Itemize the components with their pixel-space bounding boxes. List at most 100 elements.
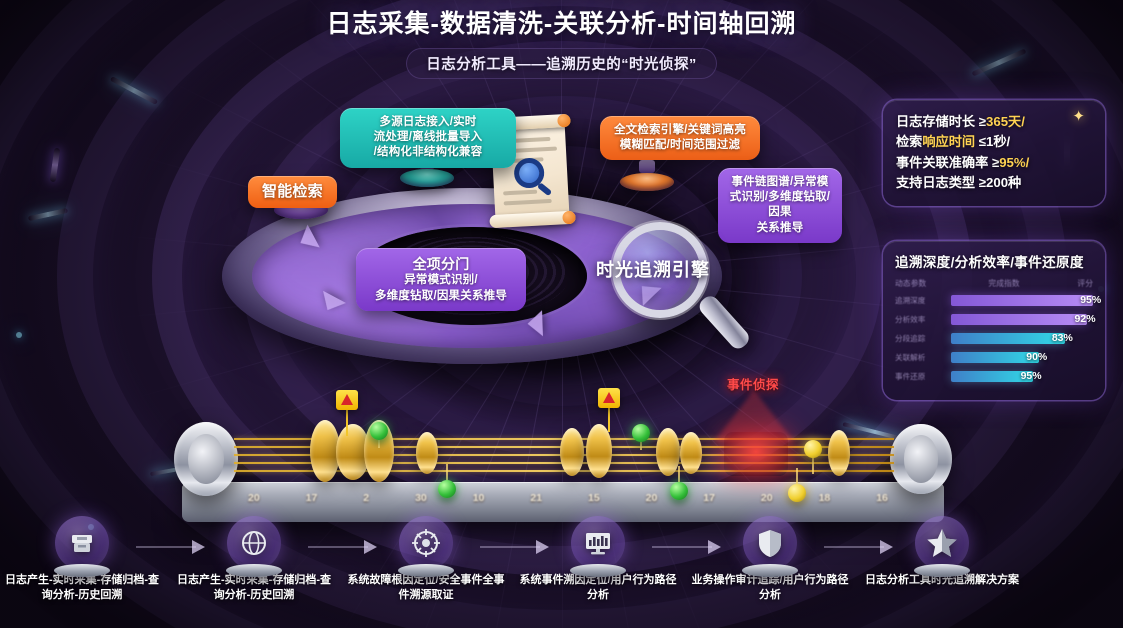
ruler-tick: 2 xyxy=(363,492,370,504)
machine-coil-8 xyxy=(680,432,702,474)
machine-drum-right xyxy=(890,424,952,494)
callout-line: 式识别/多维度钻取/因果 xyxy=(729,191,831,219)
ruler-tick: 17 xyxy=(703,492,715,504)
flow-step-label: 日志产生-实时采集-存储归档-查询分析-历史回溯 xyxy=(5,574,159,601)
star-icon xyxy=(914,516,970,577)
flow-step[interactable]: 日志产生-实时采集-存储归档-查询分析-历史回溯 xyxy=(168,516,340,603)
callout-line: 多源日志接入/实时 xyxy=(379,116,477,128)
flow-step[interactable]: 日志产生-实时采集-存储归档-查询分析-历史回溯 xyxy=(0,516,168,603)
chart-bar xyxy=(951,333,1065,344)
chart-col-header: 动态参数 xyxy=(895,279,927,288)
event-node-warning[interactable] xyxy=(804,440,822,458)
ruler-tick: 17 xyxy=(305,492,318,504)
ruler-tick: 15 xyxy=(588,492,600,504)
callout-line: 多维度钻取/因果关系推导 xyxy=(374,289,508,302)
chart-bar-value: 95% xyxy=(1020,370,1042,382)
callout-line: 全文检索引擎/关键词高亮 xyxy=(613,124,747,136)
callout-analysis[interactable]: 全项分门 异常模式识别/ 多维度钻取/因果关系推导 xyxy=(356,248,526,311)
ruler-tick: 30 xyxy=(415,492,427,504)
flow-step-label: 系统故障根因定位/安全事件全事件溯源取证 xyxy=(347,574,505,601)
callout-line: 模糊匹配/时间范围过滤 xyxy=(619,139,741,152)
pedestal-fulltext xyxy=(620,160,674,191)
shield-icon xyxy=(742,516,798,577)
chart-col-header: 完成指数 xyxy=(988,279,1020,288)
glow-dot-1 xyxy=(16,332,22,338)
chart-bar-value: 90% xyxy=(1026,351,1048,363)
ruler-tick: 20 xyxy=(248,492,260,504)
machine-coil-4 xyxy=(416,432,438,474)
stat-pre: 检索 xyxy=(896,134,923,150)
alert-flag-icon[interactable] xyxy=(598,388,620,408)
chart-row: 关联解析 90% xyxy=(895,350,1093,365)
machine-coil-7 xyxy=(656,428,680,476)
chart-row: 事件还原 95% xyxy=(895,369,1093,384)
flow-step-base xyxy=(226,564,282,577)
stat-highlight: 365天 xyxy=(986,114,1022,129)
chart-row-label: 关联解析 xyxy=(895,353,926,362)
process-flow: 日志产生-实时采集-存储归档-查询分析-历史回溯日志产生-实时采集-存储归档-查… xyxy=(0,516,1123,624)
flow-step-base xyxy=(742,564,798,577)
chart-row-label: 分段追踪 xyxy=(895,334,926,343)
callout-log-ingest[interactable]: 多源日志接入/实时 流处理/离线批量导入 /结构化非结构化兼容 xyxy=(340,108,516,168)
sparkle-icon: ✦ xyxy=(1072,108,1085,125)
callout-line: 事件链图谱/异常模 xyxy=(731,176,829,188)
flow-arrow-icon-c xyxy=(527,310,543,337)
flow-step[interactable]: 业务操作审计追踪/用户行为路径分析 xyxy=(684,516,856,603)
chart-row-label: 分析效率 xyxy=(895,315,926,324)
ruler-tick: 20 xyxy=(760,492,773,504)
chart-bar-value: 92% xyxy=(1074,313,1096,325)
chart-column-headers: 动态参数 完成指数 评分 xyxy=(895,278,1093,289)
stat-row: 事件关联准确率 ≥95%/ xyxy=(896,153,1092,173)
event-node[interactable] xyxy=(632,424,650,442)
chart-title: 追溯深度/分析效率/事件还原度 xyxy=(895,255,1084,270)
alert-flag-icon[interactable] xyxy=(336,390,358,410)
stat-pre: 日志存储时长 ≥ xyxy=(896,114,987,129)
chart-bar-rows: 追溯深度 95% 分析效率 92% 分段追踪 83% 关联解析 90% 事件还原 95% xyxy=(895,293,1101,384)
chart-row: 分析效率 92% xyxy=(895,312,1096,327)
callout-line: 全项分门 xyxy=(412,256,470,272)
flow-step-base xyxy=(398,564,454,577)
machine-coil-5 xyxy=(560,428,584,476)
chart-bar-track: 95% xyxy=(951,370,1093,382)
scroll-magnifier-icon xyxy=(513,157,545,189)
ruler-tick: 21 xyxy=(530,492,543,504)
chart-col-header: 评分 xyxy=(1077,279,1093,288)
ruler-tick: 16 xyxy=(876,492,888,504)
stat-post: / xyxy=(1021,114,1025,129)
stat-row: 支持日志类型 ≥200种 xyxy=(896,173,1092,193)
chart-row-label: 追溯深度 xyxy=(895,296,926,305)
magnifier-icon xyxy=(612,222,762,353)
flow-step-base xyxy=(54,564,110,577)
server-log-icon xyxy=(54,516,110,577)
stat-highlight: 95% xyxy=(999,154,1026,170)
chart-bar-value: 95% xyxy=(1080,294,1102,306)
monitor-chart-icon xyxy=(570,516,626,577)
compass-icon xyxy=(398,516,454,577)
chart-row-label: 事件还原 xyxy=(895,372,926,381)
stat-post: ≤1秒/ xyxy=(975,134,1011,150)
stat-highlight: 响应时间 xyxy=(922,134,976,150)
event-node[interactable] xyxy=(370,422,388,440)
callout-line: 异常模式识别/ xyxy=(404,274,478,287)
flow-step[interactable]: 日志分析工具时光追溯解决方案 xyxy=(856,516,1028,588)
engine-label: 时光追溯引擎 xyxy=(596,260,710,280)
page-subtitle: 日志分析工具——追溯历史的“时光侦探” xyxy=(406,48,717,79)
flow-step-label: 日志产生-实时采集-存储归档-查询分析-历史回溯 xyxy=(177,574,331,601)
stats-panel: ✦ 日志存储时长 ≥365天/ 检索响应时间 ≤1秒/ 事件关联准确率 ≥95%… xyxy=(883,100,1105,207)
chart-bar xyxy=(951,314,1088,325)
chart-bar xyxy=(951,295,1093,306)
flow-step-label: 业务操作审计追踪/用户行为路径分析 xyxy=(691,574,849,601)
machine-drum-left xyxy=(174,422,238,496)
callout-smart-search[interactable]: 智能检索 xyxy=(248,176,337,208)
chart-bar-track: 83% xyxy=(951,332,1093,344)
stat-pre: 事件关联准确率 ≥ xyxy=(896,154,1000,170)
flow-step[interactable]: 系统事件溯因定位/用户行为路径分析 xyxy=(512,516,684,603)
flow-step-base xyxy=(570,564,626,577)
flow-step[interactable]: 系统故障根因定位/安全事件全事件溯源取证 xyxy=(340,516,512,603)
stat-row: 日志存储时长 ≥365天/ xyxy=(896,112,1092,132)
callout-fulltext-search[interactable]: 全文检索引擎/关键词高亮 模糊匹配/时间范围过滤 xyxy=(600,116,760,161)
header: 日志采集-数据清洗-关联分析-时间轴回溯 日志分析工具——追溯历史的“时光侦探” xyxy=(0,4,1123,79)
ruler-tick: 18 xyxy=(818,492,831,504)
